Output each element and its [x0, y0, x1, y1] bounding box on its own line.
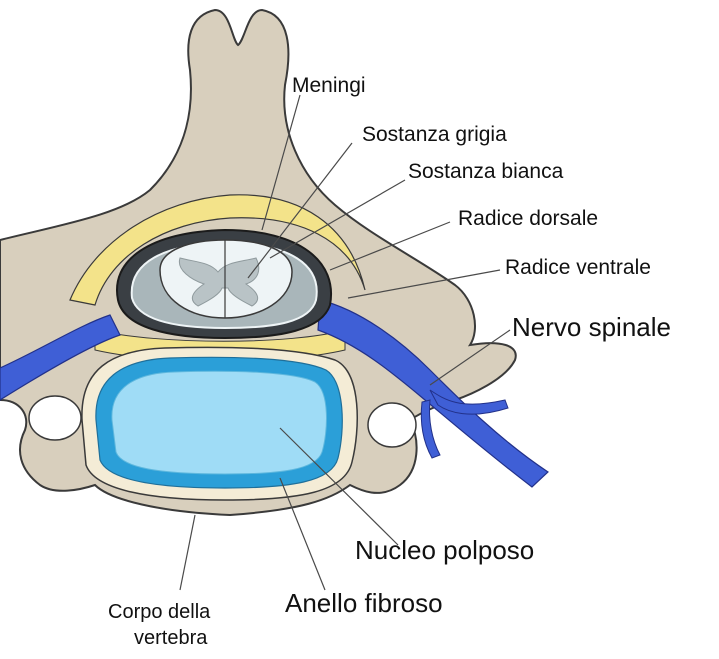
- label-radice-ventrale: Radice ventrale: [505, 256, 651, 279]
- label-nervo-spinale: Nervo spinale: [512, 312, 671, 342]
- left-foramen: [29, 396, 81, 440]
- label-nucleo-polposo: Nucleo polposo: [355, 535, 534, 565]
- label-corpo-della-vertebra-line1: Corpo della: [108, 601, 211, 623]
- label-anello-fibroso: Anello fibroso: [285, 588, 443, 618]
- label-radice-dorsale: Radice dorsale: [458, 207, 598, 230]
- nucleo-polposo-disc: [112, 371, 327, 474]
- right-foramen: [368, 403, 416, 447]
- label-sostanza-grigia: Sostanza grigia: [362, 123, 507, 146]
- label-meningi: Meningi: [292, 74, 366, 97]
- label-sostanza-bianca: Sostanza bianca: [408, 160, 564, 183]
- leader-corpo-della-vertebra: [180, 515, 195, 590]
- label-corpo-della-vertebra-line2: vertebra: [134, 627, 208, 649]
